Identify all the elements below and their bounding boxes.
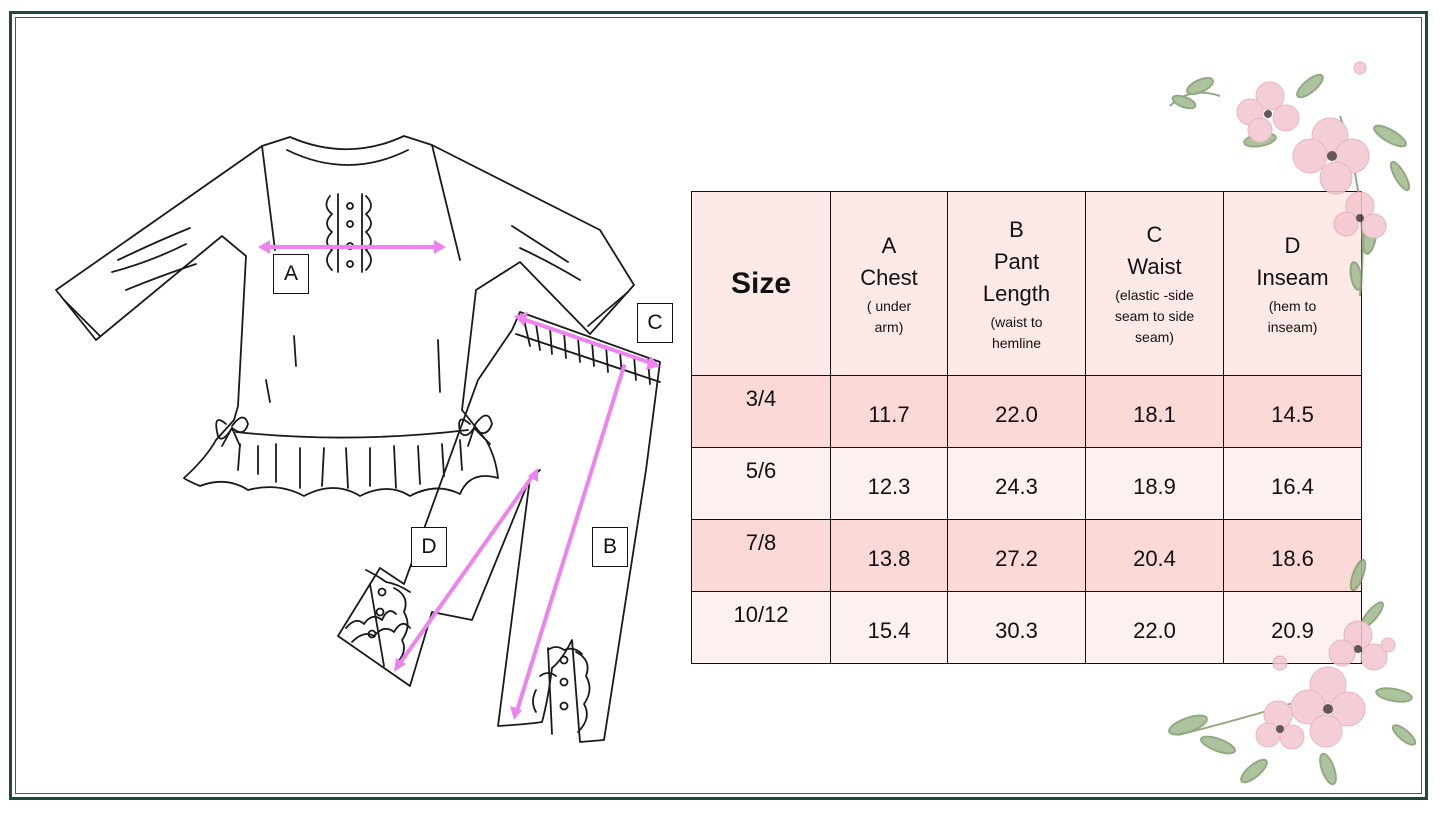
label-d: D [411, 527, 447, 567]
cell-size: 3/4 [691, 375, 831, 448]
cell-waist: 18.1 [1085, 375, 1224, 448]
cell-inseam: 20.9 [1223, 591, 1362, 664]
cell-inseam: 18.6 [1223, 519, 1362, 592]
top-outline [55, 135, 635, 497]
label-b: B [592, 527, 628, 567]
leggings-outline [337, 311, 661, 743]
table-row: 5/6 12.3 24.3 18.9 16.4 [691, 447, 1362, 520]
cell-size: 10/12 [691, 591, 831, 664]
table-row: 7/8 13.8 27.2 20.4 18.6 [691, 519, 1362, 592]
header-size: Size [691, 191, 831, 376]
header-pant-length: B Pant Length (waist to hemline [947, 191, 1086, 376]
cell-chest: 11.7 [830, 375, 948, 448]
cell-pant-length: 27.2 [947, 519, 1086, 592]
cell-size: 7/8 [691, 519, 831, 592]
size-chart-table: Size A Chest ( under arm) B Pant Length … [691, 191, 1362, 664]
cell-waist: 18.9 [1085, 447, 1224, 520]
label-a: A [273, 254, 309, 294]
cell-pant-length: 22.0 [947, 375, 1086, 448]
cell-inseam: 16.4 [1223, 447, 1362, 520]
header-waist: C Waist (elastic -side seam to side seam… [1085, 191, 1224, 376]
cell-waist: 20.4 [1085, 519, 1224, 592]
cell-inseam: 14.5 [1223, 375, 1362, 448]
header-chest: A Chest ( under arm) [830, 191, 948, 376]
cell-chest: 13.8 [830, 519, 948, 592]
header-inseam: D Inseam (hem to inseam) [1223, 191, 1362, 376]
table-row: 10/12 15.4 30.3 22.0 20.9 [691, 591, 1362, 664]
cell-chest: 12.3 [830, 447, 948, 520]
cell-chest: 15.4 [830, 591, 948, 664]
label-c: C [637, 303, 673, 343]
cell-pant-length: 24.3 [947, 447, 1086, 520]
cell-pant-length: 30.3 [947, 591, 1086, 664]
table-row: 3/4 11.7 22.0 18.1 14.5 [691, 375, 1362, 448]
cell-size: 5/6 [691, 447, 831, 520]
cell-waist: 22.0 [1085, 591, 1224, 664]
table-header-row: Size A Chest ( under arm) B Pant Length … [691, 191, 1362, 376]
